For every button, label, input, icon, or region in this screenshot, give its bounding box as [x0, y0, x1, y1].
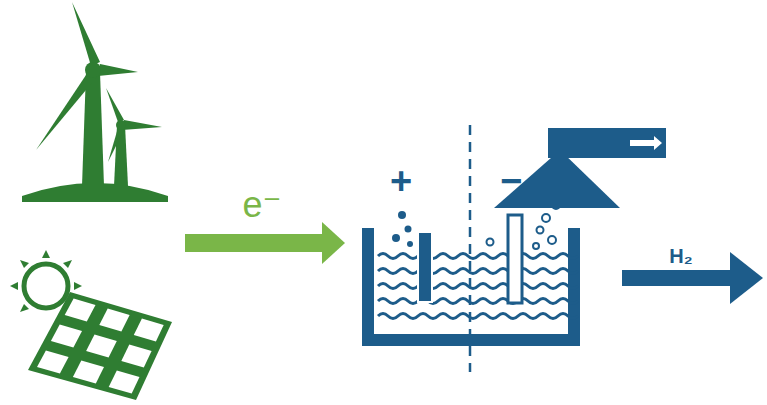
solar-cell: [37, 351, 69, 374]
electrolyte-wave: [378, 254, 578, 259]
cathode-sign: −: [500, 162, 522, 200]
solar-cell: [134, 319, 164, 342]
solar-cell: [51, 325, 82, 348]
electrolyte-wave: [378, 299, 578, 304]
electrolyte-wave: [378, 314, 578, 319]
solar-cell: [99, 309, 129, 332]
solar-panel: [10, 250, 172, 400]
electron-label: e⁻: [242, 187, 281, 223]
solar-cell: [73, 361, 104, 384]
electrolyser: [362, 125, 666, 372]
hydrogen-label: H₂: [669, 246, 692, 266]
electrolyte-wave: [378, 269, 578, 274]
solar-cell: [86, 335, 117, 358]
electrolyte-wave: [378, 284, 578, 289]
wind-turbines: [22, 2, 168, 202]
power-arrow: [185, 222, 345, 264]
anode-sign: +: [390, 162, 412, 200]
solar-cell: [109, 371, 140, 394]
solar-cell: [65, 299, 96, 322]
solar-cell: [121, 345, 151, 368]
